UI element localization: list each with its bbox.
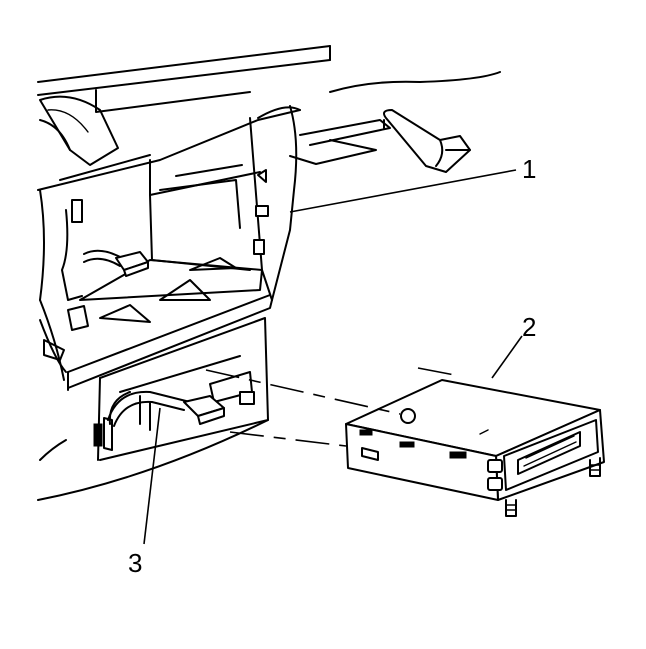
radio-receiver: [345, 379, 605, 517]
installation-guide-lines: [205, 367, 461, 447]
callout-3: 3: [128, 548, 142, 578]
leader-line-2: [491, 335, 523, 379]
upper-connector: [83, 249, 149, 277]
callout-1: 1: [522, 154, 536, 184]
leader-line-1: [289, 169, 517, 213]
passenger-side-duct: [289, 71, 501, 173]
instrument-panel-structure: [37, 45, 331, 501]
leader-line-3: [143, 407, 161, 545]
callout-2: 2: [522, 312, 536, 342]
radio-wiring-harness: [107, 390, 225, 431]
